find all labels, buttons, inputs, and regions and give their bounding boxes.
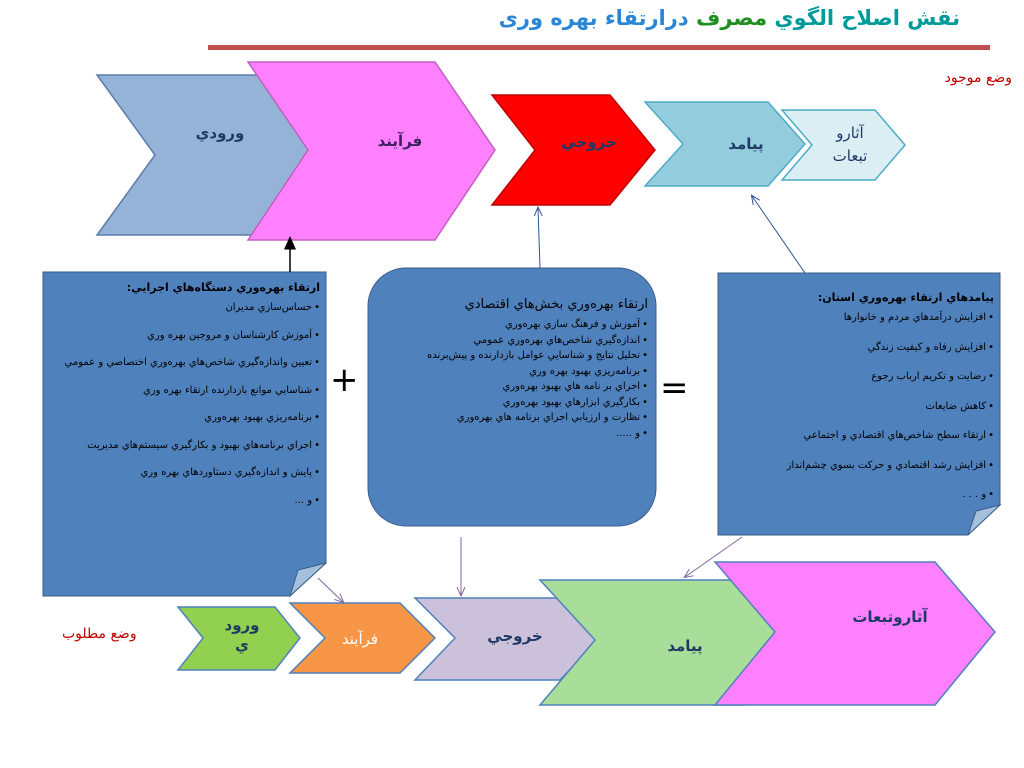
center-box: ارتقاء بهره‌وري بخش‌هاي اقتصادي آموزش و … [376,296,648,516]
label-input-top: ورودي [195,124,245,142]
left-box-item: حساس‌سازي مديران [48,301,320,315]
right-box-item: و . . . [724,488,994,502]
right-box-item: افزايش رشد اقتصادي و حركت بسوي چشم‌انداز [724,459,994,473]
left-box-fold [288,562,327,598]
right-box: پيامدهاي ارتقاء بهره‌وري استان: افزايش د… [724,290,994,525]
right-box-item: افزايش رفاه و كيفيت زندگي [724,341,994,355]
arrow-center-box-to-output [538,208,540,269]
right-box-item: افزايش درآمدهاي مردم و خانوارها [724,311,994,325]
status-desired: وضع مطلوب [62,626,137,642]
right-box-item: رضايت و تكريم ارباب رجوع [724,370,994,384]
left-box-heading: ارتقاء بهره‌وري دستگاه‌هاي اجرايي: [126,281,320,294]
left-box-list: حساس‌سازي مديران آموزش كارشناسان و مروجي… [48,301,320,507]
label-input-bottom-line1: ورود [224,616,260,634]
label-input-bottom-line2: ي [235,635,249,654]
chevron-output-top [490,94,656,206]
center-box-item: تحليل نتايج و شناسايي عوامل بازدارنده و … [376,349,648,363]
chevron-outcome-top [643,101,806,187]
left-box-item: و ... [48,494,320,508]
page-title: نقش اصلاح الگوي مصرف درارتقاء بهره وری [499,6,960,30]
left-box-item: پايش و اندازه‌گيري دستاوردهاي بهره وري [48,466,320,480]
chevron-process-bottom [288,602,437,674]
left-box: ارتقاء بهره‌وري دستگاه‌هاي اجرايي: حساس‌… [48,280,320,590]
chevron-effects-bottom [713,561,996,706]
label-outcome-top: پيامد [728,135,764,153]
center-box-item: اجراي بر نامه هاي بهبود بهره‌وري [376,380,648,394]
left-box-item: آموزش كارشناسان و مروجين بهره وري [48,329,320,343]
equals-symbol: = [660,368,689,408]
status-current: وضع موجود [944,70,1012,86]
label-process-top: فرآيند [377,132,423,150]
left-box-item: برنامه‌ريزي بهبود بهره‌وري [48,411,320,425]
label-output-top: خروجي [561,133,617,151]
left-box-item: شناسايي موانع بازدارنده ارتقاء بهره وري [48,384,320,398]
arrow-right-box-to-bottom-outcome [685,536,743,577]
label-output-bottom: خروجي [487,627,543,645]
center-box-item: برنامه‌ريزي بهبود بهره وري [376,365,648,379]
center-box-item: نظارت و ارزيابي اجراي برنامه هاي بهره‌ور… [376,411,648,425]
title-divider [208,45,990,50]
title-part-3: درارتقاء بهره وری [498,6,689,30]
center-box-heading: ارتقاء بهره‌وري بخش‌هاي اقتصادي [464,297,648,312]
chevron-process-top [246,61,496,241]
label-outcome-bottom: پيامد [667,637,703,655]
chevron-input-bottom [176,606,301,671]
label-input-bottom: ورود ي [222,616,262,655]
label-effects-top: آثارو تبعات [820,122,880,167]
title-part-1: نقش اصلاح الگوي [774,6,960,30]
label-process-bottom: فرآيند [341,630,379,648]
plus-symbol: + [330,360,359,400]
title-part-2: مصرف [695,6,768,30]
right-box-item: كاهش ضايعات [724,400,994,414]
chevron-effects-top [780,109,906,181]
center-box-item: اندازه‌گيري شاخص‌هاي بهره‌وري عمومي [376,334,648,348]
center-box-item: بكارگيري ابزارهاي بهبود بهره‌وري [376,396,648,410]
right-box-item: ارتقاء سطح شاخص‌هاي اقتصادي و اجتماعي [724,429,994,443]
right-box-list: افزايش درآمدهاي مردم و خانوارها افزايش ر… [724,311,994,502]
label-effects-top-line1: آثارو [836,124,864,142]
arrow-right-box-to-outcome [752,196,806,274]
center-box-item: آموزش و فرهنگ سازي بهره‌وري [376,318,648,332]
right-box-fold [967,504,1002,536]
center-box-list: آموزش و فرهنگ سازي بهره‌وري اندازه‌گيري … [376,318,648,440]
left-box-item: تعيين واندازه‌گيري شاخص‌هاي بهره‌وري اخت… [48,356,320,370]
left-box-item: اجراي برنامه‌هاي بهبود و بكارگيري سيستم‌… [48,439,320,453]
label-effects-top-line2: تبعات [832,146,868,165]
label-effects-bottom: آثاروتبعات [852,608,928,626]
center-box-item: و ..... [376,427,648,441]
arrow-left-box-to-bottom-process [317,577,343,602]
right-box-heading: پيامدهاي ارتقاء بهره‌وري استان: [817,291,994,304]
